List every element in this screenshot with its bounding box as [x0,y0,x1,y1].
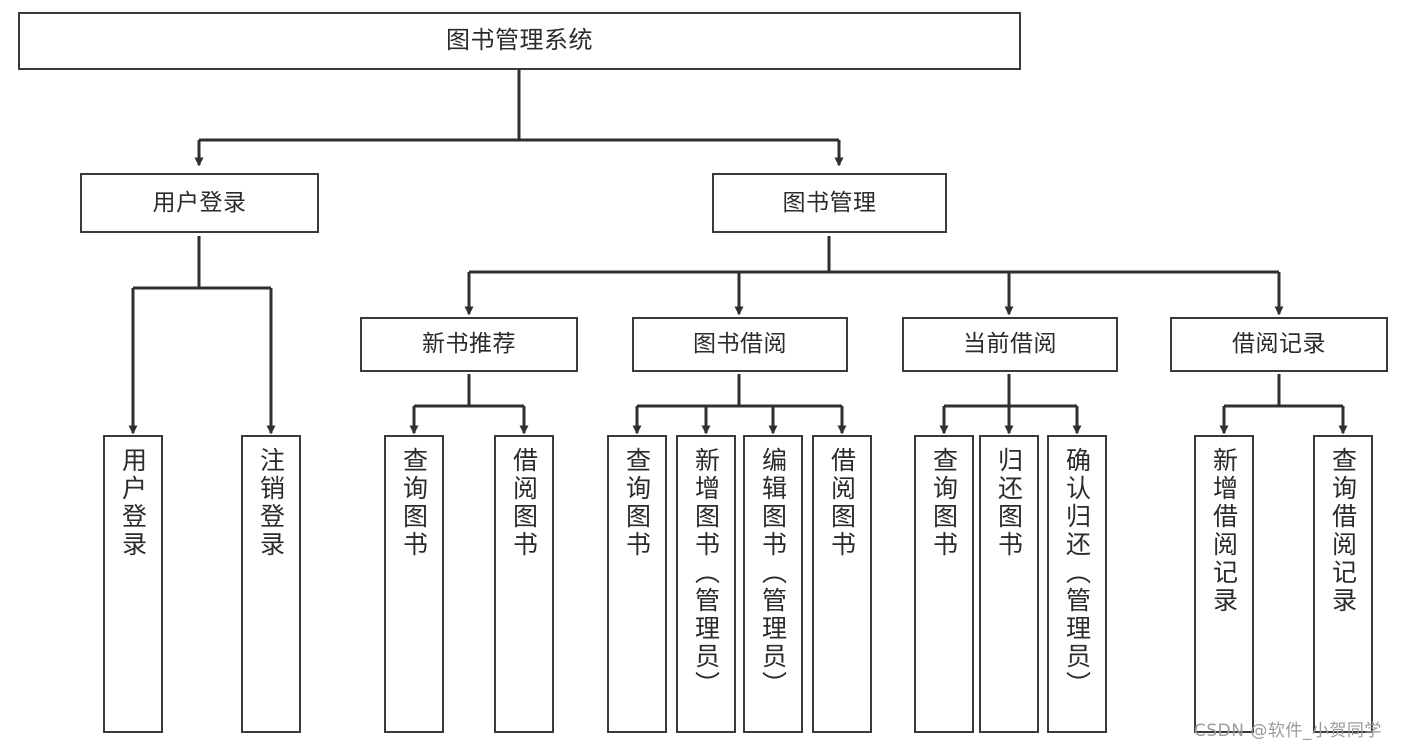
node-label: 当前借阅 [963,331,1057,358]
node-leaf-add-book[interactable]: 新增图书（管理员） [676,435,736,733]
node-leaf-query-book-3[interactable]: 查询图书 [914,435,974,733]
node-label: 新书推荐 [422,331,516,358]
node-label: 注销登录 [256,447,286,559]
node-label: 查询图书 [622,447,652,559]
node-label: 编辑图书（管理员） [758,447,788,699]
node-label: 图书管理 [782,189,877,216]
node-leaf-edit-book[interactable]: 编辑图书（管理员） [743,435,803,733]
node-label: 借阅记录 [1232,331,1326,358]
node-leaf-query-record[interactable]: 查询借阅记录 [1313,435,1373,733]
node-label: 图书借阅 [693,331,787,358]
node-label: 用户登录 [152,189,247,216]
node-root-system[interactable]: 图书管理系统 [18,12,1021,70]
node-leaf-return-book[interactable]: 归还图书 [979,435,1039,733]
node-label: 新增借阅记录 [1209,447,1239,615]
node-book-manage[interactable]: 图书管理 [712,173,947,233]
node-new-book-recommend[interactable]: 新书推荐 [360,317,578,372]
node-leaf-query-book-2[interactable]: 查询图书 [607,435,667,733]
node-leaf-borrow-book-2[interactable]: 借阅图书 [812,435,872,733]
node-leaf-query-book-1[interactable]: 查询图书 [384,435,444,733]
node-leaf-add-record[interactable]: 新增借阅记录 [1194,435,1254,733]
node-leaf-borrow-book-1[interactable]: 借阅图书 [494,435,554,733]
node-label: 查询图书 [399,447,429,559]
node-leaf-logout-login[interactable]: 注销登录 [241,435,301,733]
node-leaf-confirm-return[interactable]: 确认归还（管理员） [1047,435,1107,733]
node-current-borrow[interactable]: 当前借阅 [902,317,1118,372]
node-label: 归还图书 [994,447,1024,559]
node-label: 借阅图书 [509,447,539,559]
node-label: 图书管理系统 [446,26,593,55]
node-leaf-user-login[interactable]: 用户登录 [103,435,163,733]
node-borrow-record[interactable]: 借阅记录 [1170,317,1388,372]
node-label: 查询图书 [929,447,959,559]
node-user-login[interactable]: 用户登录 [80,173,319,233]
node-label: 借阅图书 [827,447,857,559]
csdn-watermark: CSDN @软件_小贺同学 [1194,721,1382,741]
node-book-borrow[interactable]: 图书借阅 [632,317,848,372]
node-label: 新增图书（管理员） [691,447,721,699]
node-label: 确认归还（管理员） [1062,447,1092,699]
node-label: 用户登录 [118,447,148,559]
node-label: 查询借阅记录 [1328,447,1358,615]
